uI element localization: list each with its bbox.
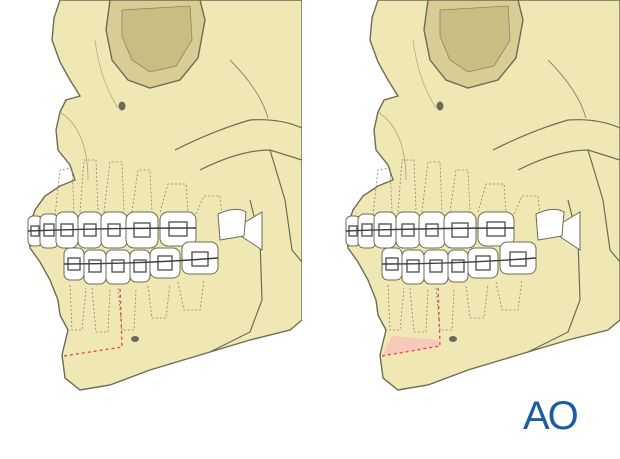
skull-illustration-left <box>27 0 302 391</box>
ao-logo: AO <box>523 394 579 438</box>
panel-left-osteotomy-plan <box>0 0 302 459</box>
skull-illustration-right <box>345 0 620 391</box>
osteotomy-cut-line <box>63 285 123 357</box>
panel-right-osteotomy-wedge <box>318 0 620 459</box>
osteotomy-wedge <box>382 336 440 356</box>
osteotomy-cut-line <box>381 285 441 357</box>
